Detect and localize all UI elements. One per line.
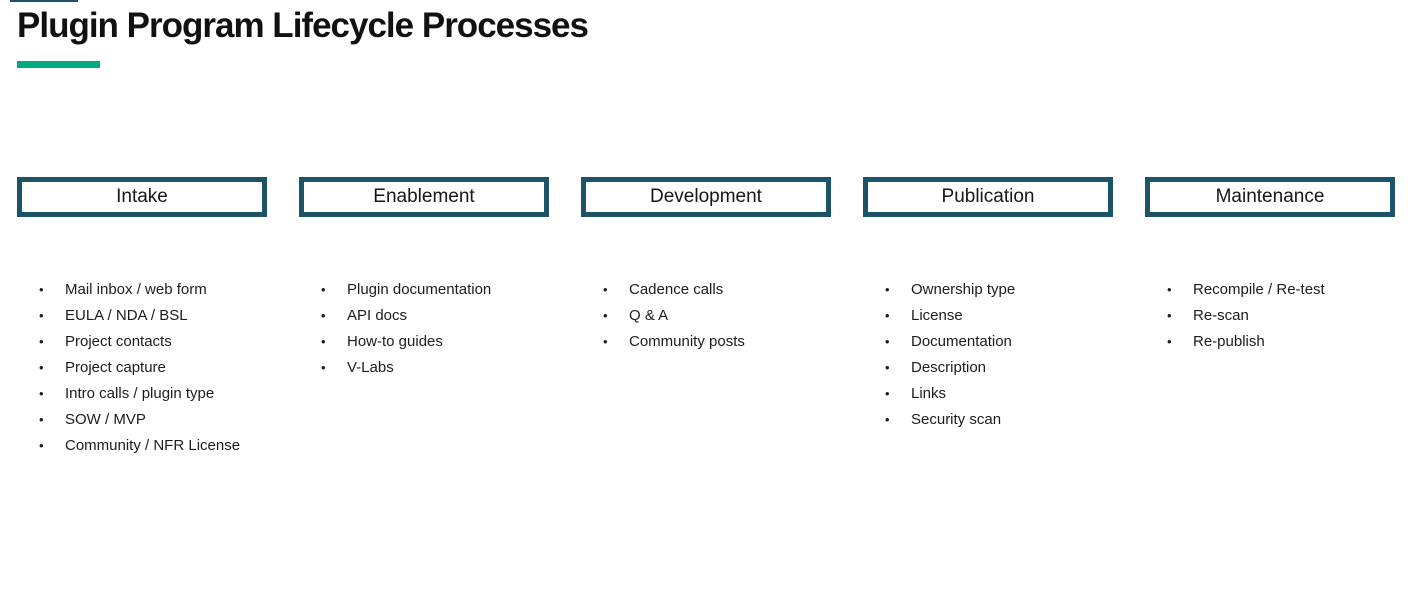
stage-header-label: Development xyxy=(650,186,762,207)
stage-header-label: Enablement xyxy=(373,186,475,207)
bullet-item: Project capture xyxy=(17,355,267,381)
stage-header-box: Maintenance xyxy=(1145,177,1395,217)
bullet-item: V-Labs xyxy=(299,355,549,381)
stage-column-maintenance: MaintenanceRecompile / Re-testRe-scanRe-… xyxy=(1145,177,1395,459)
stage-column-enablement: EnablementPlugin documentationAPI docsHo… xyxy=(299,177,549,459)
bullet-item: Description xyxy=(863,355,1113,381)
stage-column-publication: PublicationOwnership typeLicenseDocument… xyxy=(863,177,1113,459)
stage-header-box: Publication xyxy=(863,177,1113,217)
bullet-item: Community posts xyxy=(581,329,831,355)
stage-header-label: Publication xyxy=(941,186,1035,207)
bullet-item: EULA / NDA / BSL xyxy=(17,303,267,329)
bullet-item: Re-publish xyxy=(1145,329,1395,355)
bullet-item: Intro calls / plugin type xyxy=(17,381,267,407)
bullet-item: Recompile / Re-test xyxy=(1145,277,1395,303)
stage-header-box: Development xyxy=(581,177,831,217)
stage-bullet-list: Ownership typeLicenseDocumentationDescri… xyxy=(863,277,1113,433)
stage-column-intake: IntakeMail inbox / web formEULA / NDA / … xyxy=(17,177,267,459)
cropped-top-bar xyxy=(10,0,78,2)
bullet-item: Documentation xyxy=(863,329,1113,355)
stage-header-box: Enablement xyxy=(299,177,549,217)
stage-header-label: Intake xyxy=(116,186,168,207)
stage-bullet-list: Mail inbox / web formEULA / NDA / BSLPro… xyxy=(17,277,267,459)
stage-header-label: Maintenance xyxy=(1215,186,1325,207)
bullet-item: API docs xyxy=(299,303,549,329)
bullet-item: Mail inbox / web form xyxy=(17,277,267,303)
lifecycle-stages: IntakeMail inbox / web formEULA / NDA / … xyxy=(17,177,1395,459)
stage-bullet-list: Recompile / Re-testRe-scanRe-publish xyxy=(1145,277,1395,355)
bullet-item: How-to guides xyxy=(299,329,549,355)
title-accent-underline xyxy=(17,61,100,68)
bullet-item: Links xyxy=(863,381,1113,407)
bullet-item: License xyxy=(863,303,1113,329)
bullet-item: Cadence calls xyxy=(581,277,831,303)
bullet-item: Ownership type xyxy=(863,277,1113,303)
stage-bullet-list: Cadence callsQ & ACommunity posts xyxy=(581,277,831,355)
bullet-item: Security scan xyxy=(863,407,1113,433)
bullet-item: SOW / MVP xyxy=(17,407,267,433)
stage-column-development: DevelopmentCadence callsQ & ACommunity p… xyxy=(581,177,831,459)
bullet-item: Plugin documentation xyxy=(299,277,549,303)
bullet-item: Community / NFR License xyxy=(17,433,267,459)
bullet-item: Q & A xyxy=(581,303,831,329)
stage-header-box: Intake xyxy=(17,177,267,217)
bullet-item: Re-scan xyxy=(1145,303,1395,329)
stage-bullet-list: Plugin documentationAPI docsHow-to guide… xyxy=(299,277,549,381)
bullet-item: Project contacts xyxy=(17,329,267,355)
slide-title: Plugin Program Lifecycle Processes xyxy=(17,6,589,45)
